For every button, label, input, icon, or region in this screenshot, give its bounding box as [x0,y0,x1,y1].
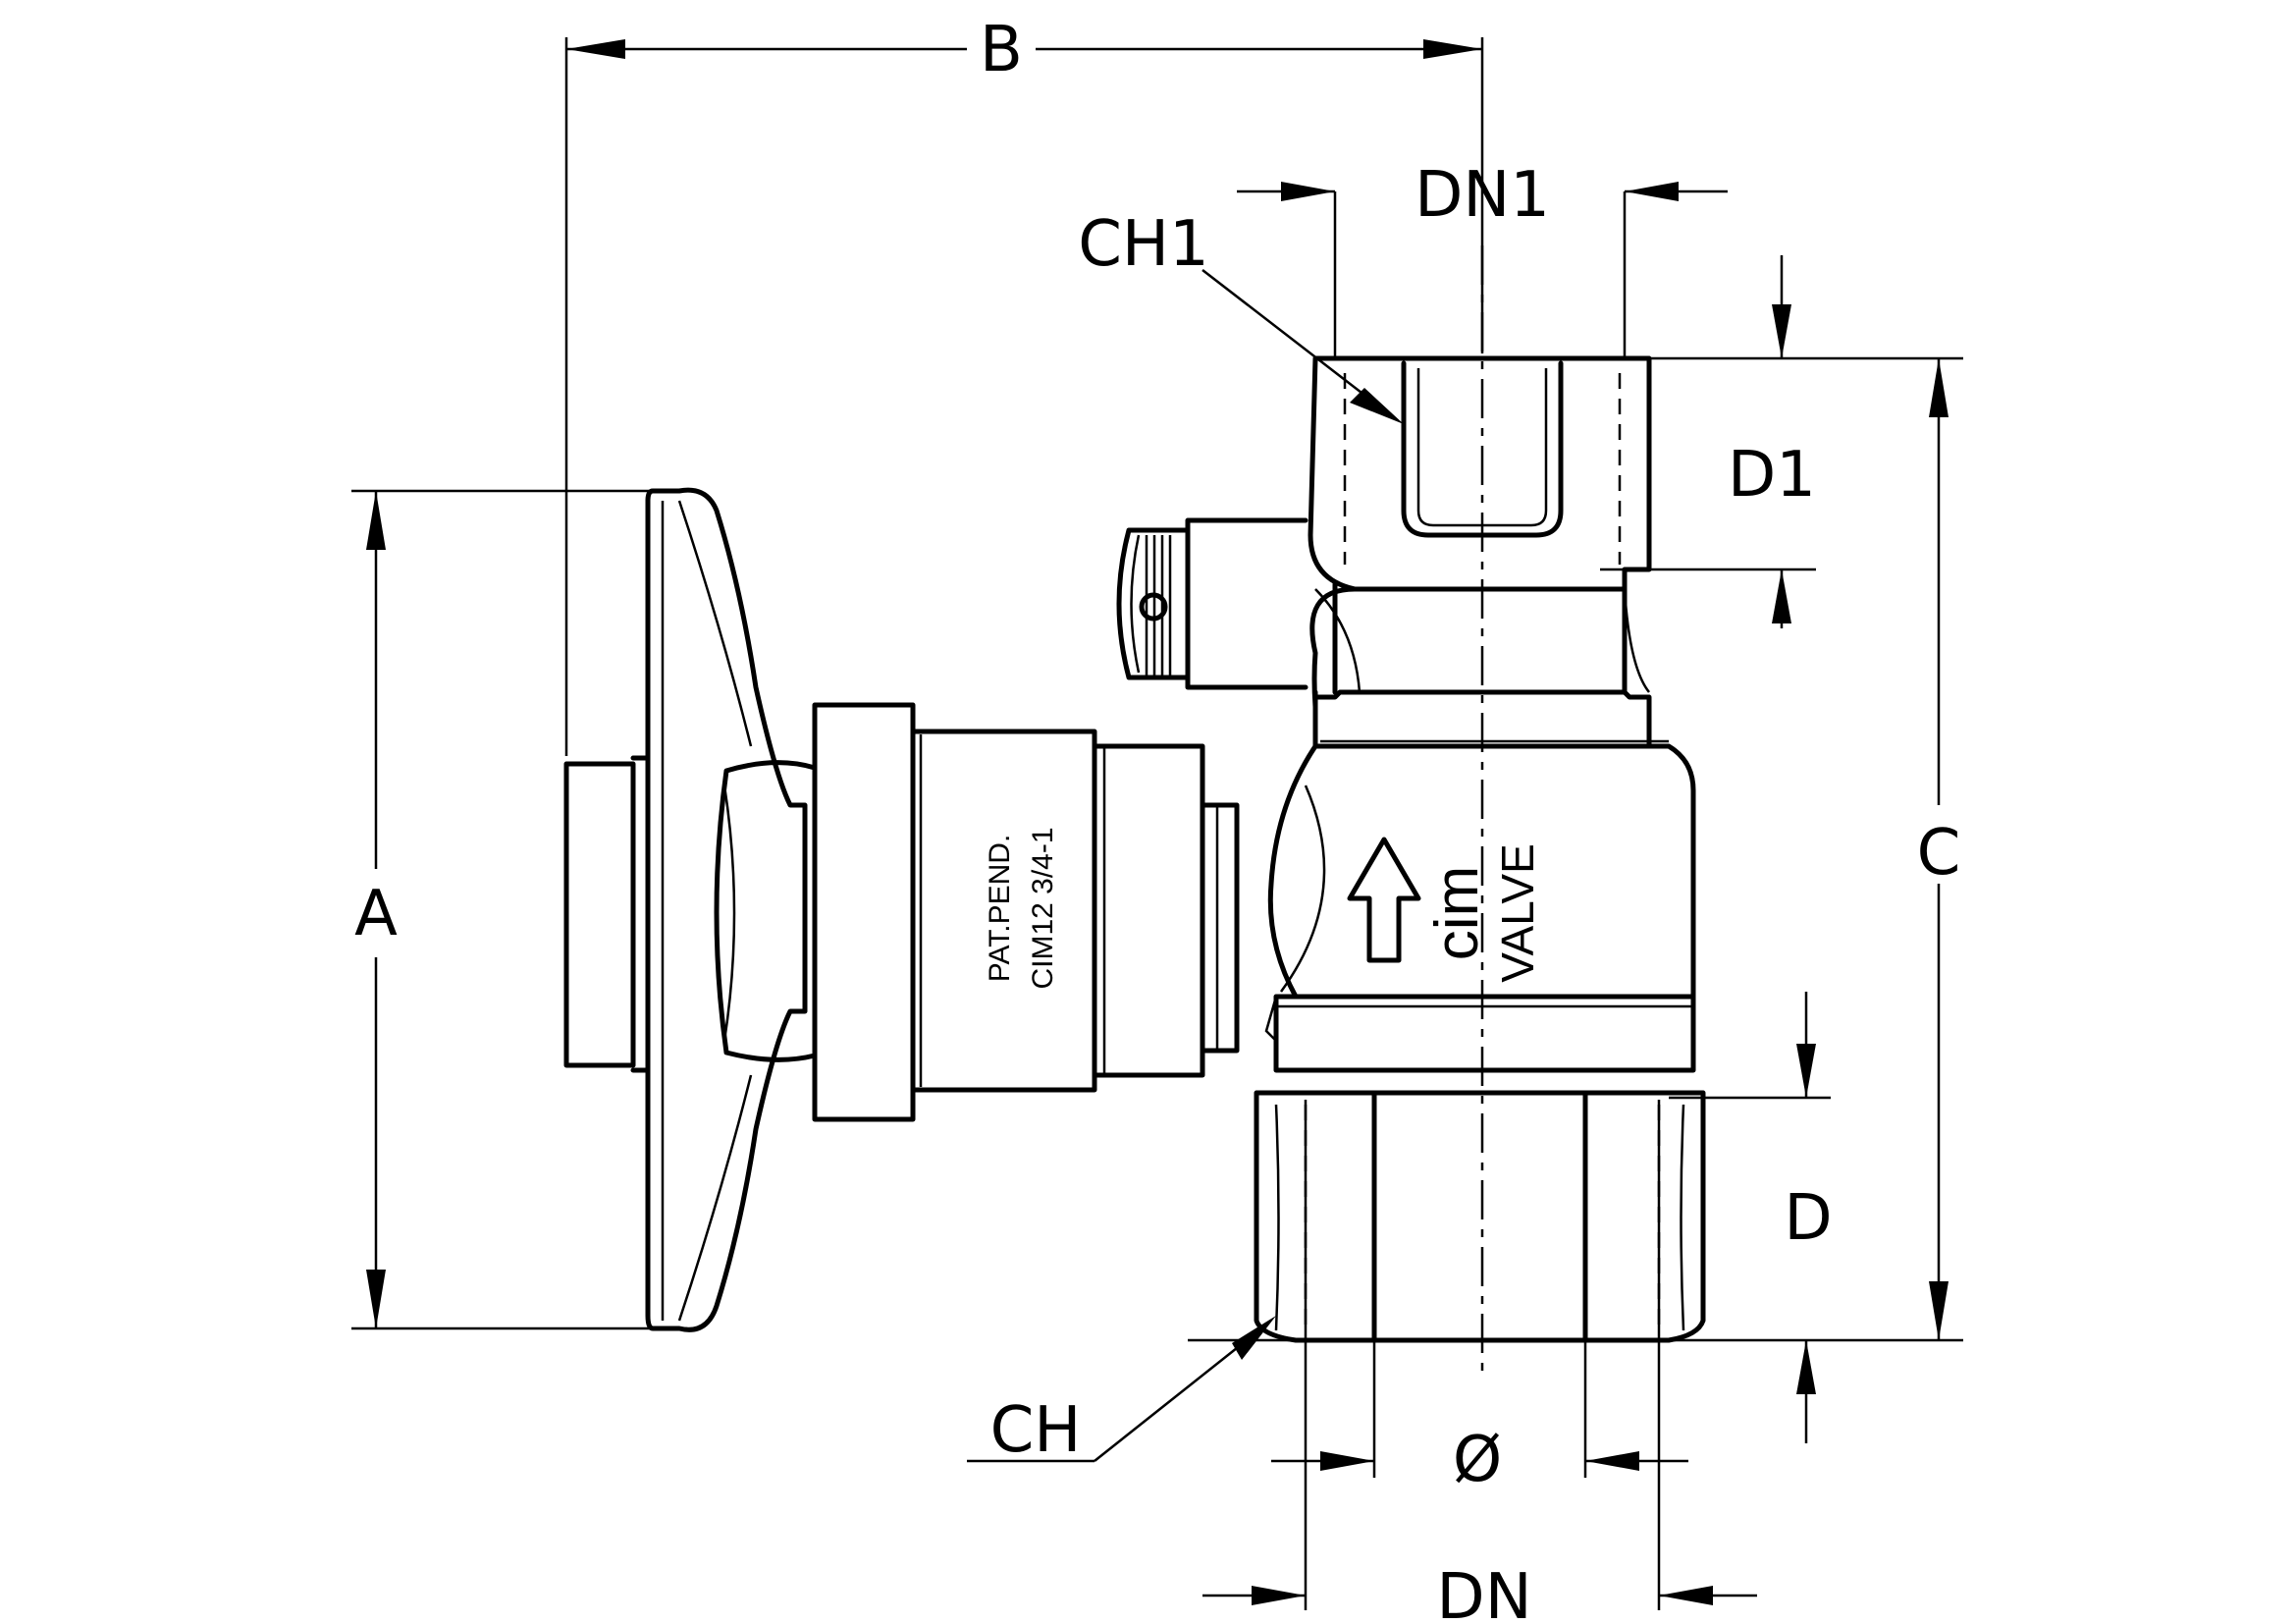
dimension-b: B [564,14,1484,756]
upper-socket [1116,355,1652,710]
dimension-dn: DN [1202,1100,1757,1624]
leader-ch1: CH1 [1078,208,1404,424]
dimension-dn1: DN1 [1237,159,1728,358]
label-ch1: CH1 [1078,208,1209,281]
dimension-a: A [351,489,687,1330]
label-c: C [1917,817,1961,890]
handwheel: PAT.PEND. CIM12 3/4-1 [563,487,1240,1332]
label-a: A [354,878,398,950]
label-dn: DN [1436,1561,1531,1624]
marking-brand-sub: VALVE [1492,843,1543,982]
marking-pat-pend: PAT.PEND. [984,835,1016,983]
label-dn1: DN1 [1415,159,1550,232]
body-marking-text: PAT.PEND. CIM12 3/4-1 [984,827,1059,989]
marking-model: CIM12 3/4-1 [1027,827,1059,989]
marking-brand: cim [1423,866,1491,960]
label-d: D [1784,1182,1832,1255]
label-ch: CH [990,1394,1082,1467]
label-b: B [980,14,1023,86]
dimension-d1: D1 [1600,255,1963,628]
leader-ch: CH [967,1316,1276,1467]
dimension-c: C [1188,358,1963,1342]
dimension-d: D [1669,992,1833,1443]
label-phi: Ø [1453,1424,1502,1496]
label-d1: D1 [1728,439,1816,512]
valve-body: cim VALVE [1264,689,1696,1073]
lower-nut [1254,1090,1706,1343]
dimension-phi: Ø [1271,1100,1688,1496]
